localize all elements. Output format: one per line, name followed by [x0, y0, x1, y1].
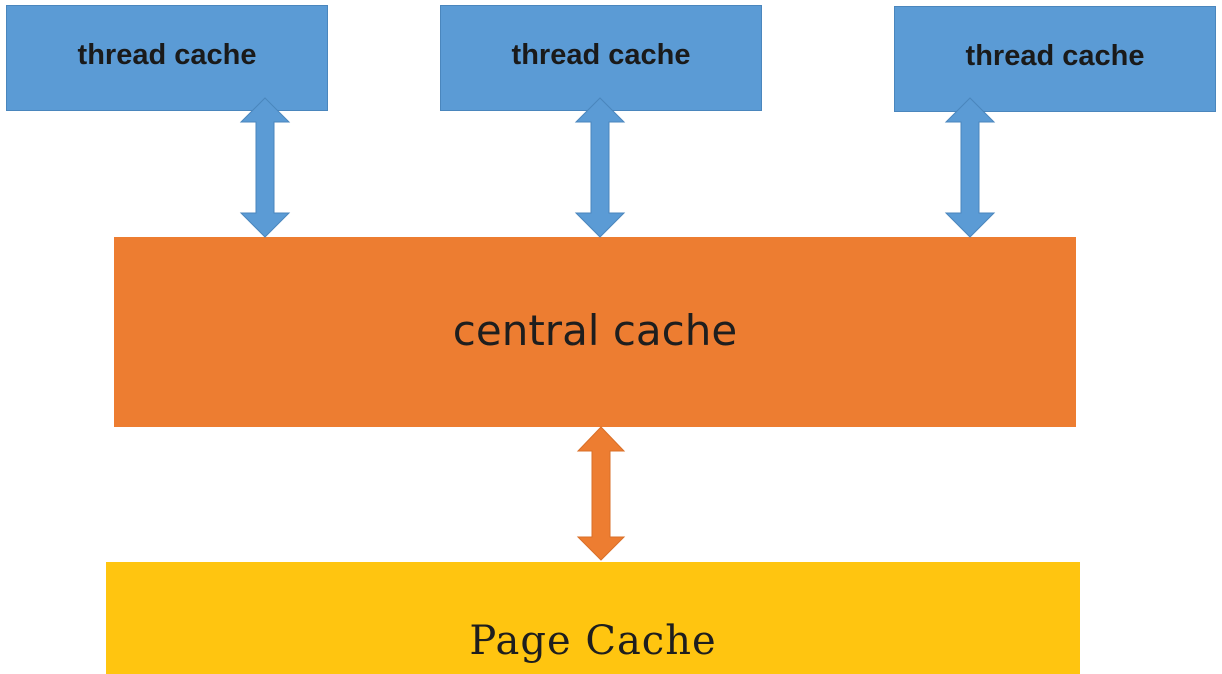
thread-cache-box-1: thread cache [6, 5, 328, 111]
thread-cache-box-2: thread cache [440, 5, 762, 111]
thread-cache-label-2: thread cache [511, 38, 691, 71]
thread-cache-box-3: thread cache [894, 6, 1216, 112]
page-cache-box: Page Cache [106, 562, 1080, 674]
central-cache-box: central cache [114, 237, 1076, 427]
thread-cache-label-1: thread cache [77, 38, 257, 71]
thread-cache-label-3: thread cache [965, 39, 1145, 72]
double-arrow-central-page [576, 426, 626, 561]
double-arrow-thread1-central [239, 97, 291, 238]
double-arrow-thread3-central [944, 97, 996, 238]
page-cache-label: Page Cache [469, 618, 717, 664]
central-cache-label: central cache [452, 305, 738, 355]
double-arrow-thread2-central [574, 97, 626, 238]
